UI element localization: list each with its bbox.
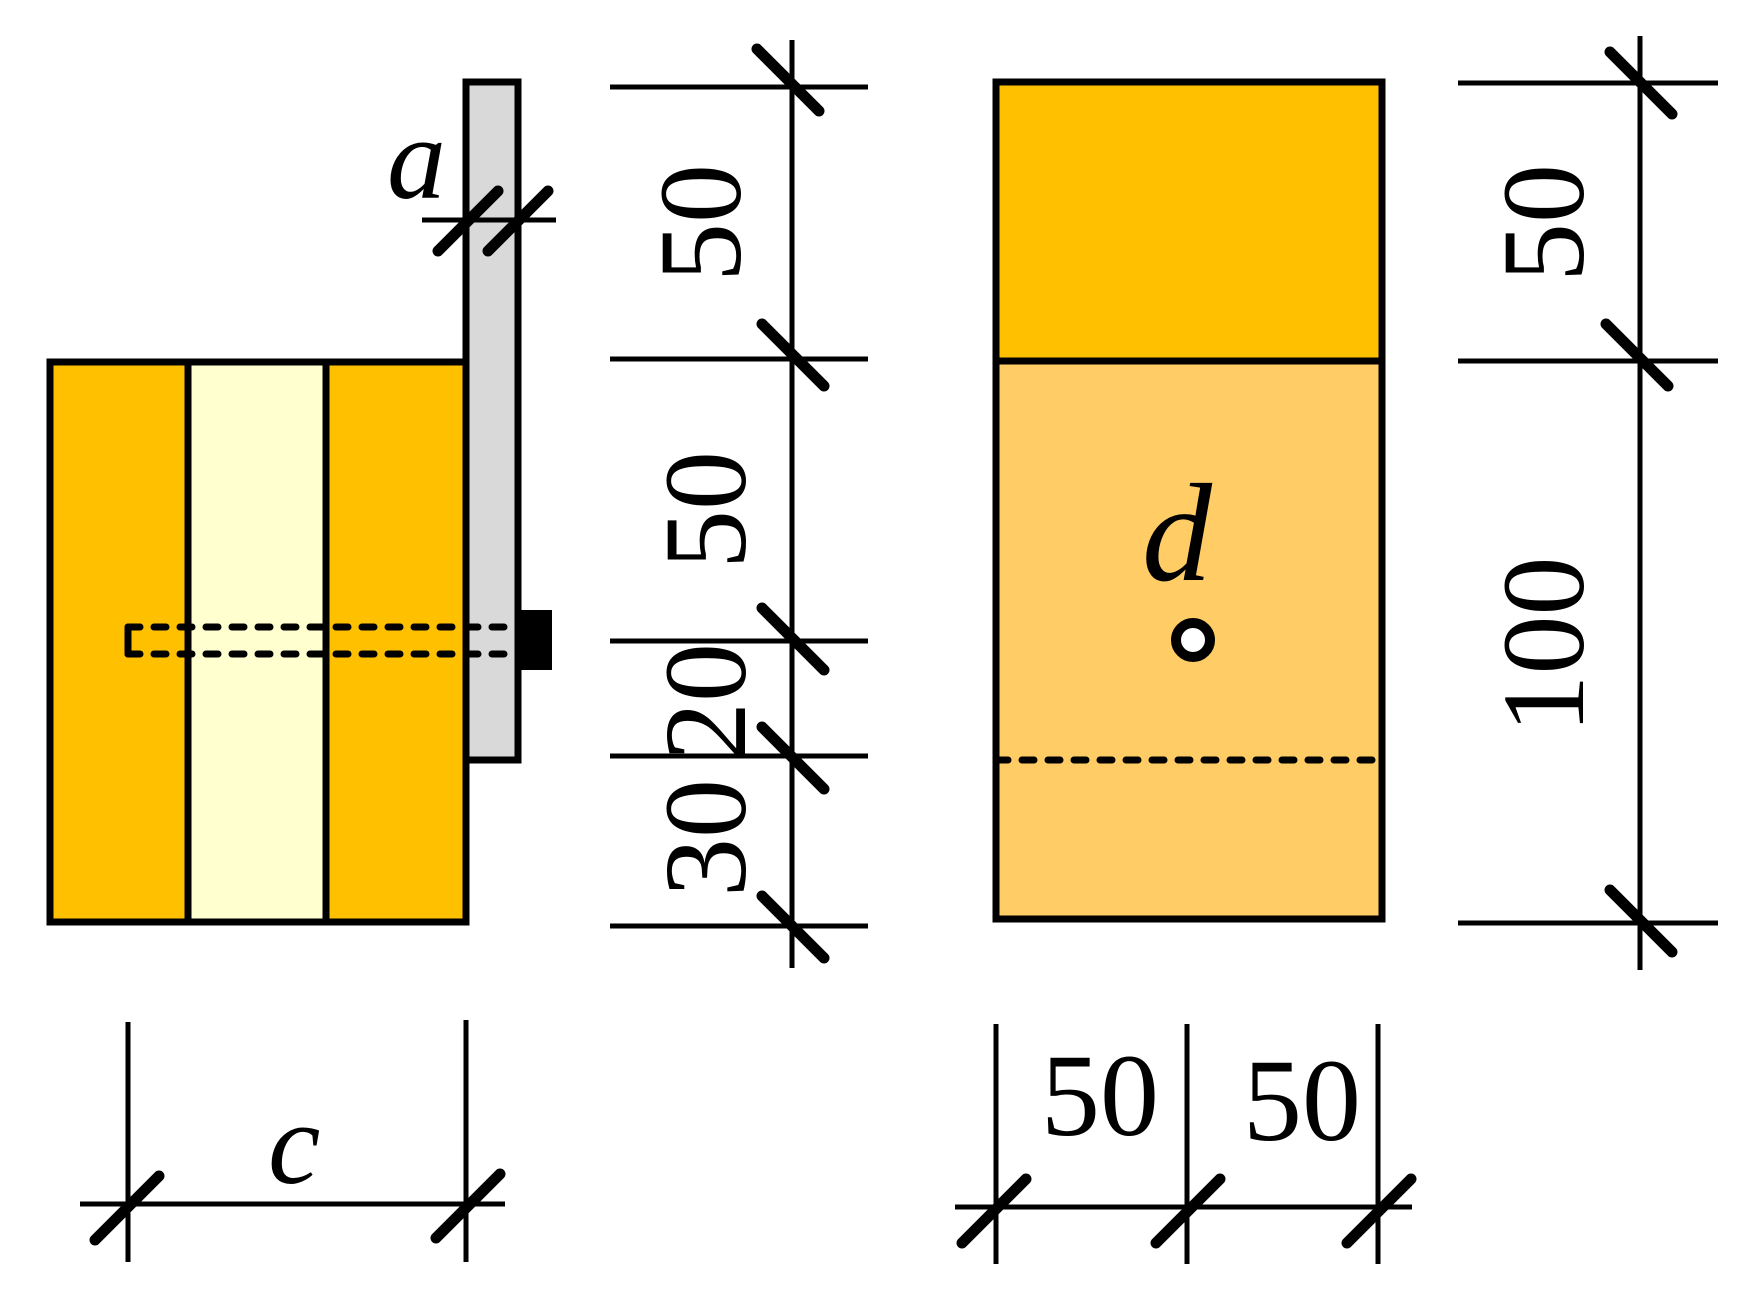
label-d: d: [1142, 456, 1213, 611]
bottom-left-dimension: c: [80, 1020, 506, 1262]
dim-left-lower: 20: [640, 643, 771, 761]
left-block-outer-left: [46, 358, 192, 926]
plate-thickness-dimension: a: [387, 93, 556, 257]
bolt-hole-marker: [1171, 618, 1215, 662]
dim-right-bottom: 100: [1478, 557, 1609, 734]
right-vertical-dimension: 50 100: [1458, 36, 1718, 970]
bottom-right-dimension: 50 50: [955, 1024, 1417, 1264]
dim-left-middle: 50: [640, 451, 771, 569]
left-vertical-dimension: 50 50 20 30: [610, 40, 868, 968]
right-specimen: d: [992, 78, 1386, 923]
dim-left-top: 50: [635, 164, 766, 282]
steel-plate: [462, 78, 522, 764]
dim-bottom-right-right: 50: [1243, 1035, 1361, 1166]
bolt-head: [518, 610, 552, 670]
label-c: c: [268, 1078, 320, 1209]
dim-right-top: 50: [1478, 164, 1609, 282]
dim-bottom-right-left: 50: [1041, 1030, 1159, 1161]
left-block-outer-right: [322, 358, 470, 926]
label-a: a: [387, 93, 446, 224]
left-block-middle: [184, 358, 330, 926]
right-block-top: [992, 78, 1386, 365]
left-specimen: [46, 78, 552, 926]
dim-left-bottom: 30: [640, 779, 771, 897]
